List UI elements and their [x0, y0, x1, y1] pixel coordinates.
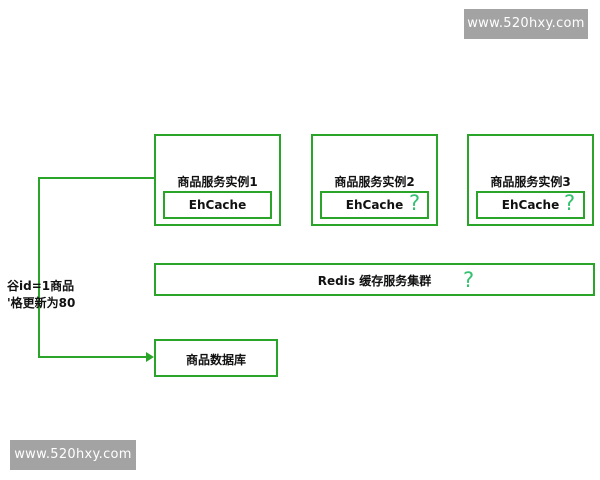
redis-cluster-label: Redis 缓存服务集群: [317, 274, 432, 288]
update-note-line-2: '格更新为80: [7, 296, 76, 310]
product-database: 商品数据库: [154, 339, 278, 377]
instance-3-question-mark: ?: [564, 191, 576, 215]
watermark-bottom: www.520hxy.com: [10, 440, 136, 470]
instance-3-label: 商品服务实例3: [490, 175, 571, 189]
instance-2-label: 商品服务实例2: [334, 175, 415, 189]
instance-2-ehcache: EhCache: [320, 191, 429, 219]
instance-1-ehcache-label: EhCache: [188, 198, 247, 212]
service-instance-1: 商品服务实例1 EhCache: [154, 134, 281, 226]
update-note-line-1: 谷id=1商品: [7, 279, 75, 293]
arrowhead-to-database: [146, 352, 154, 362]
instance-3-ehcache-label: EhCache: [501, 198, 560, 212]
redis-cluster: Redis 缓存服务集群 ?: [154, 263, 595, 296]
instance-1-label: 商品服务实例1: [177, 175, 258, 189]
product-database-label: 商品数据库: [185, 353, 246, 367]
instance-3-ehcache: EhCache: [476, 191, 585, 219]
service-instance-2: 商品服务实例2 EhCache ?: [311, 134, 438, 226]
service-instance-3: 商品服务实例3 EhCache ?: [467, 134, 594, 226]
update-note: 谷id=1商品 '格更新为80: [7, 278, 75, 312]
connector-instance1-to-database: [38, 177, 154, 358]
watermark-top: www.520hxy.com: [464, 9, 588, 39]
instance-2-question-mark: ?: [409, 191, 421, 215]
instance-2-ehcache-label: EhCache: [345, 198, 404, 212]
instance-1-ehcache: EhCache: [163, 191, 272, 219]
redis-question-mark: ?: [463, 268, 475, 292]
